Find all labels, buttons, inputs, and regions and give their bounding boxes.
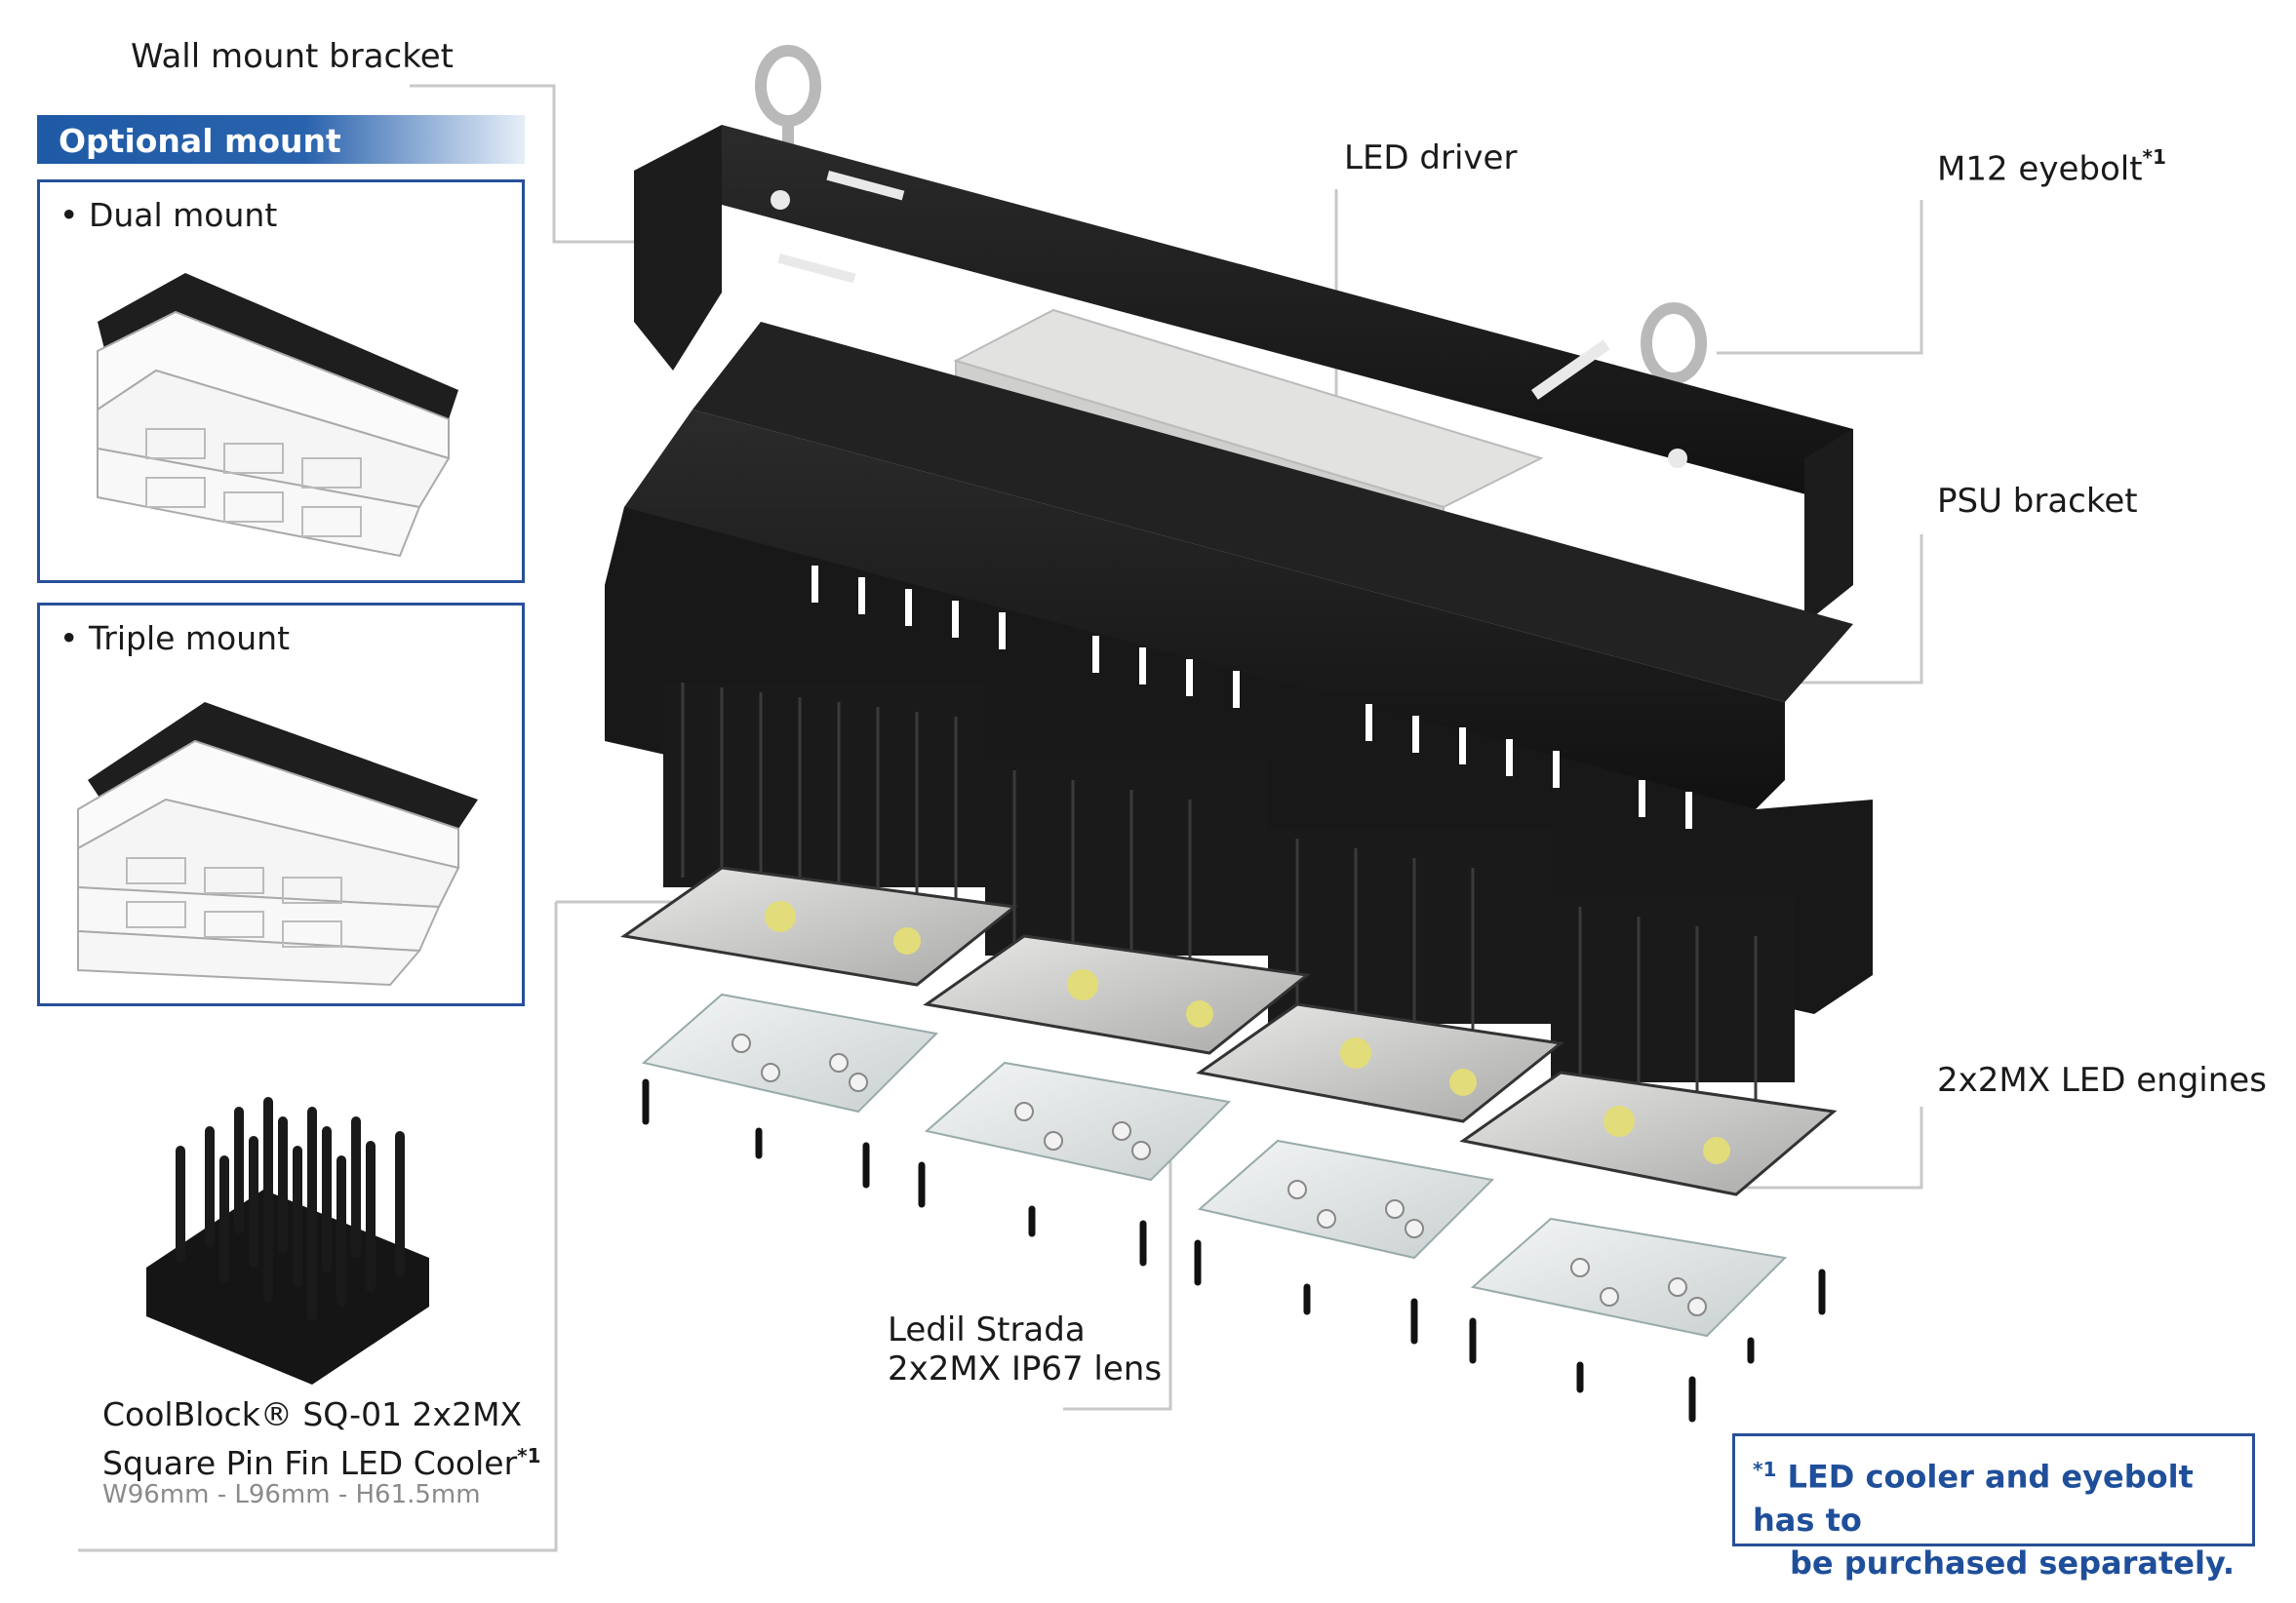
cooler-caption: CoolBlock® SQ-01 2x2MX Square Pin Fin LE… [102,1394,541,1484]
m12-eyebolt-label: M12 eyebolt*1 [1937,145,2166,189]
lens-optics [732,1034,1707,1316]
heatsink-fins [663,683,1795,1082]
lens-label-line1: Ledil Strada [888,1310,1086,1349]
cooler-dimensions: W96mm - L96mm - H61.5mm [102,1480,481,1509]
led-engines-label: 2x2MX LED engines [1937,1061,2267,1100]
triple-mount-box: • Triple mount [37,603,525,1006]
footnote-box: *1 LED cooler and eyebolt has to be purc… [1732,1433,2255,1582]
leader-lines [78,84,1923,1552]
lens-label-line2: 2x2MX IP67 lens [888,1349,1163,1388]
screws [642,1078,1826,1423]
psu-bracket [693,322,1853,702]
coolblock-cooler-illustration [146,1097,429,1385]
m12-eyebolt-text: M12 eyebolt [1937,149,2143,189]
footnote-line2: be purchased separately. [1790,1544,2236,1582]
footnote-mark: *1 [1753,1458,1777,1481]
cooler-name-line2: Square Pin Fin LED Cooler [102,1444,518,1482]
footnote-text: *1 LED cooler and eyebolt has to be purc… [1753,1448,2252,1584]
optional-mount-accessories-header: Optional mount accessories [37,115,525,198]
vent-slots [812,566,1692,829]
cooler-name-line1: CoolBlock® SQ-01 2x2MX [102,1395,523,1433]
dual-mount-box: • Dual mount [37,179,525,583]
footnote-line1: LED cooler and eyebolt has to [1753,1458,2194,1539]
dual-mount-label: • Dual mount [59,196,278,234]
led-engine-plates [620,866,1838,1196]
leader-line-tails [1921,198,2253,1109]
wall-mount-bracket [722,125,1853,507]
wall-mount-bracket-label: Wall mount bracket [131,37,454,76]
cooler-footnote-mark: *1 [517,1444,541,1467]
triple-mount-label: • Triple mount [59,619,291,657]
psu-bracket-label: PSU bracket [1937,482,2138,521]
m12-eyebolt-footnote-mark: *1 [2142,145,2166,169]
led-driver-label: LED driver [1344,138,1518,177]
lens-label: Ledil Strada 2x2MX IP67 lens [888,1310,1162,1388]
